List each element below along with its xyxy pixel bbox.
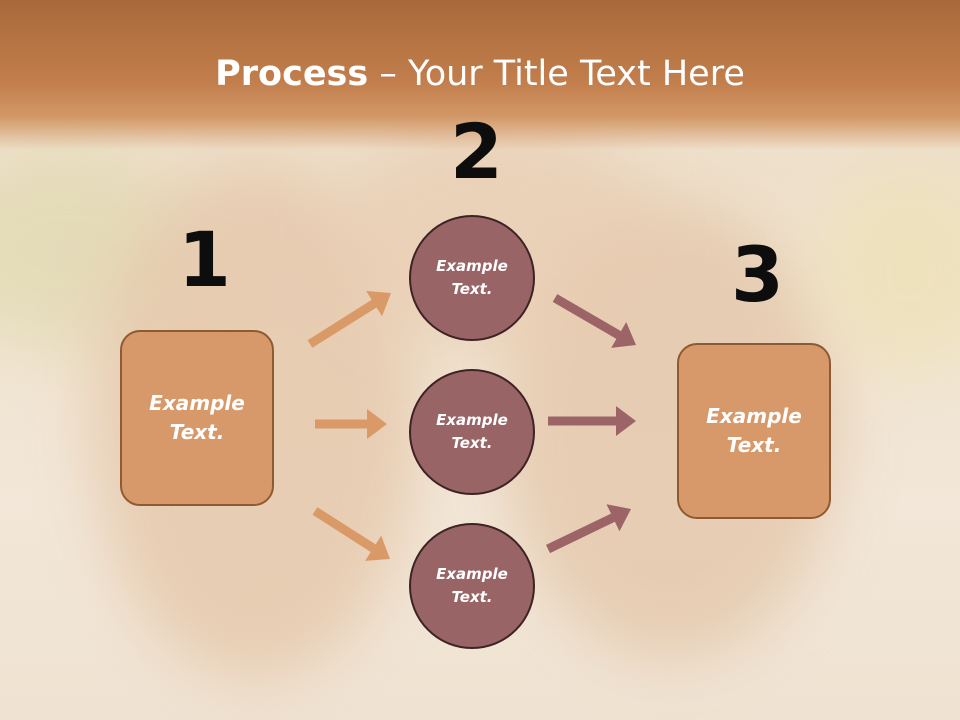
slide-title: Process – Your Title Text Here	[0, 52, 960, 96]
left-step-box: Example Text.	[120, 330, 274, 506]
arrow-left-to-bottom	[312, 507, 390, 561]
step-number-2: 2	[450, 107, 503, 196]
arrow-left-to-top	[307, 291, 391, 348]
right-step-box: Example Text.	[677, 343, 831, 519]
circle-middle-text: Example Text.	[436, 411, 508, 452]
circle-bottom-text: Example Text.	[436, 565, 508, 606]
arrow-left-to-middle	[315, 409, 387, 439]
background-right-light	[820, 170, 960, 370]
title-rest: – Your Title Text Here	[368, 54, 745, 94]
left-box-text: Example Text.	[149, 391, 245, 444]
right-box-text: Example Text.	[706, 404, 802, 457]
step-circle-top: Example Text.	[409, 215, 535, 341]
circle-top-text: Example Text.	[436, 257, 508, 298]
step-circle-bottom: Example Text.	[409, 523, 535, 649]
title-bold: Process	[215, 54, 369, 94]
arrow-bottom-to-right	[546, 504, 631, 554]
step-circle-middle: Example Text.	[409, 369, 535, 495]
arrow-top-to-right	[552, 294, 636, 348]
step-number-3: 3	[731, 230, 784, 319]
arrow-middle-to-right	[548, 406, 636, 436]
step-number-1: 1	[178, 215, 231, 304]
header-band	[0, 0, 960, 150]
